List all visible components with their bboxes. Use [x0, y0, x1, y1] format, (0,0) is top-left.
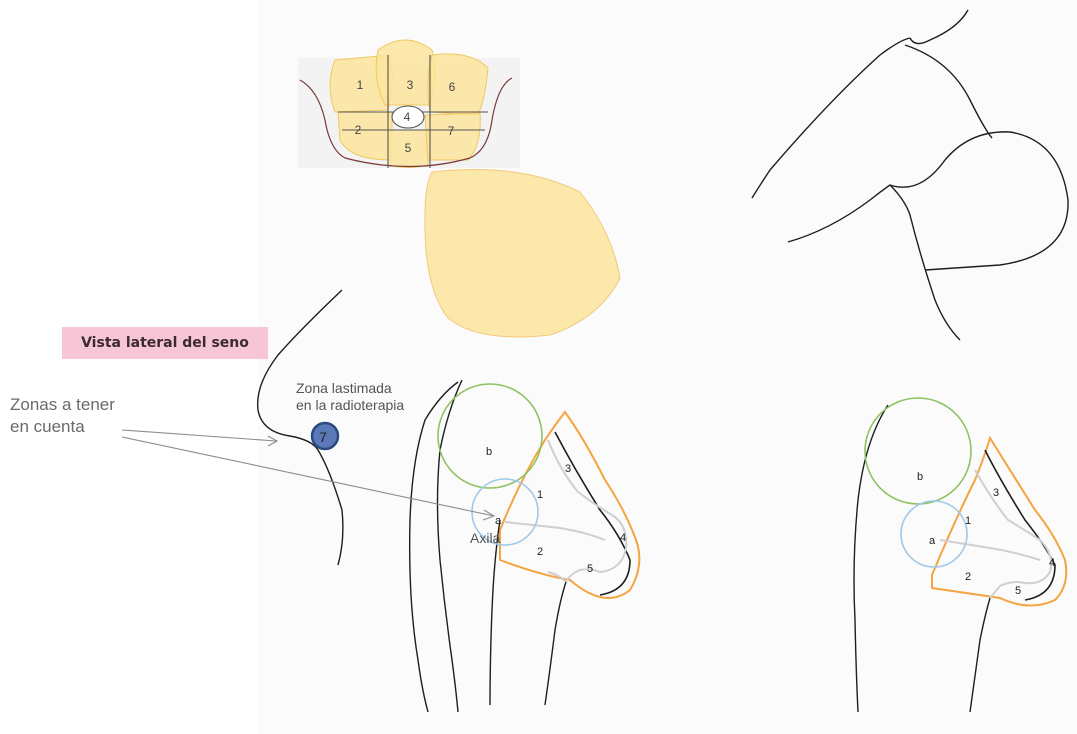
zone-7-marker-label: 7 [319, 429, 327, 445]
top-zone-5: 5 [405, 141, 412, 155]
right-zone-divider [940, 540, 1040, 560]
zone-7-marker: 7 [312, 423, 338, 449]
zone-3-label: 3 [565, 463, 571, 475]
zona-lastimada-line2: en la radioterapia [296, 397, 404, 414]
shoulder-line [910, 10, 968, 44]
zone-4-label: 4 [620, 532, 626, 544]
right-zone-2-label: 2 [965, 571, 971, 583]
page-title: Vista lateral del seno [62, 327, 268, 359]
axila-label: Axila [470, 530, 500, 547]
zone-contour-gray [548, 440, 626, 582]
zone-1-label: 1 [537, 489, 543, 501]
zona-lastimada-line1: Zona lastimada [296, 380, 392, 397]
right-zone-contour-gray [975, 470, 1051, 598]
quadrant-top-view: 1 2 3 4 5 6 7 [298, 40, 520, 168]
circle-b-green [438, 384, 542, 488]
arm-upper-line [752, 38, 910, 198]
zone-2-label: 2 [537, 546, 543, 558]
top-zone-6: 6 [449, 80, 456, 94]
right-zone-4-label: 4 [1049, 557, 1055, 569]
zonas-label-line1: Zonas a tener [10, 394, 115, 415]
right-circle-a-blue [901, 501, 967, 567]
right-zone-5-label: 5 [1015, 585, 1021, 597]
breast-profile-line [788, 132, 1068, 270]
right-breast-diagram: b a 1 2 3 4 5 [854, 398, 1066, 712]
shoulder-sketch [752, 10, 1068, 340]
right-circle-b-green [865, 398, 971, 504]
circle-a-label: a [495, 515, 502, 527]
back-line-outer [410, 382, 458, 712]
torso-line [890, 185, 960, 340]
breast-shape-yellow [425, 170, 620, 337]
right-lower-body-line [970, 598, 990, 712]
shoulder-inner-line [905, 45, 992, 138]
zone-6-petal [428, 54, 488, 115]
top-zone-3: 3 [407, 78, 414, 92]
right-zone-1-label: 1 [965, 515, 971, 527]
left-breast-diagram: b a 1 2 3 4 5 [438, 384, 639, 705]
top-zone-2: 2 [355, 123, 362, 137]
right-body-line [854, 405, 888, 712]
circle-b-label: b [486, 446, 492, 458]
zone-3-petal [376, 40, 435, 105]
back-line-inner [438, 380, 463, 712]
right-circle-b-label: b [917, 471, 923, 483]
zone-divider-line [505, 522, 605, 540]
zonas-label-line2: en cuenta [10, 416, 85, 437]
lower-body-line [545, 582, 566, 705]
breast-outline-orange [500, 412, 639, 598]
top-zone-1: 1 [357, 78, 364, 92]
right-circle-a-label: a [929, 535, 936, 547]
side-body-line [490, 520, 500, 705]
top-zone-7: 7 [448, 124, 455, 138]
right-breast-outline-orange [932, 438, 1066, 606]
top-zone-4: 4 [404, 110, 411, 124]
right-zone-3-label: 3 [993, 487, 999, 499]
zone-5-label: 5 [587, 563, 593, 575]
arrow-to-zone-7 [122, 430, 276, 441]
